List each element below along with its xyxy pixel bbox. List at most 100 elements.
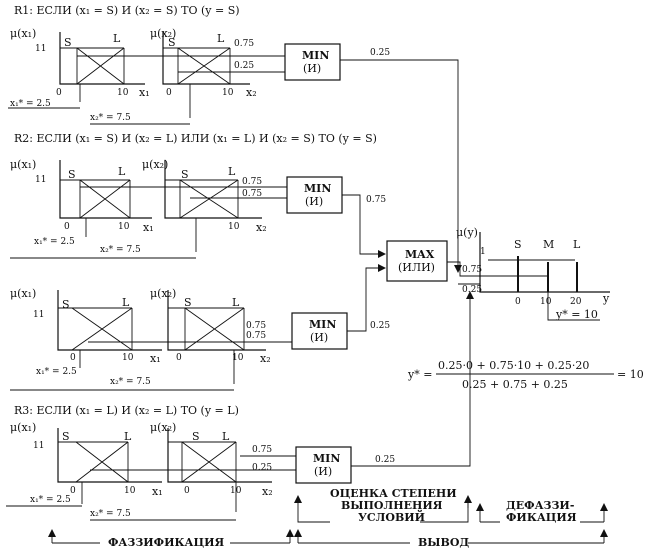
max-label: MAX	[405, 248, 435, 261]
set-label-S: S	[68, 168, 76, 181]
r2b-x2-membership-chart: μ(x₂) S L 0 10 x₂ 0.75 0.75	[150, 287, 271, 365]
min-sub-label: (И)	[305, 195, 323, 208]
tick-label-0: 0	[56, 88, 62, 98]
degree-value-075: 0.75	[234, 39, 254, 49]
set-label-L: L	[124, 430, 132, 443]
set-label-S: S	[168, 36, 176, 49]
tick-label-10: 10	[222, 88, 234, 98]
max-block	[386, 240, 448, 282]
r2b-output-025: 0.25	[370, 321, 390, 331]
degree-value-075: 0.75	[242, 177, 262, 187]
set-label-S: S	[514, 238, 522, 251]
min-sub-label: (И)	[303, 62, 321, 75]
axis-label-mu-x2: μ(x₂)	[150, 287, 176, 300]
formula-numerator: 0.25·0 + 0.75·10 + 0.25·20	[438, 359, 589, 372]
stage-assessment-line1: ОЦЕНКА СТЕПЕНИ	[330, 487, 457, 500]
stage-defuzz-line2: ФИКАЦИЯ	[506, 511, 577, 524]
axis-label-y: y	[602, 292, 610, 305]
stage-brackets: ОЦЕНКА СТЕПЕНИ ВЫПОЛНЕНИЯ УСЛОВИЙ ДЕФАЗЗ…	[48, 487, 608, 549]
r3-output-025: 0.25	[375, 455, 395, 465]
set-label-L: L	[122, 296, 130, 309]
tick-label-0: 0	[166, 88, 172, 98]
tick-label-0: 0	[64, 222, 70, 232]
min-label: MIN	[304, 182, 331, 195]
degree-value-025: 0.25	[234, 61, 254, 71]
stage-defuzz-line1: ДЕФАЗЗИ-	[506, 499, 574, 512]
r1-output-025: 0.25	[370, 48, 390, 58]
input-x1-star: x₁* = 2.5	[10, 99, 51, 109]
r3-min-block	[295, 446, 352, 484]
set-label-L: L	[113, 32, 121, 45]
set-label-L: L	[118, 165, 126, 178]
axis-label-mu-x1: μ(x₁)	[10, 421, 36, 434]
input-x1-star: x₁* = 2.5	[30, 495, 71, 505]
tick-label-10: 10	[232, 353, 244, 363]
r1-x1-membership-chart: μ(x₁) 11 S L 0 10 x₁	[10, 27, 150, 99]
set-label-L: L	[232, 296, 240, 309]
min-label: MIN	[309, 318, 336, 331]
output-membership-chart: μ(y) 1 S M L 0 10 20 y 0.25	[456, 226, 610, 307]
formula-rhs: = 10	[617, 368, 644, 381]
axis-label-x2: x₂	[262, 485, 273, 498]
set-label-L: L	[222, 430, 230, 443]
tick-label-10: 10	[540, 297, 552, 307]
set-label-L: L	[228, 165, 236, 178]
input-x2-star: x₂* = 7.5	[110, 377, 151, 387]
axis-label-x2: x₂	[246, 86, 257, 99]
set-label-S: S	[62, 430, 70, 443]
r2a-x1-membership-chart: μ(x₁) 11 S L 0 10 x₁	[10, 158, 154, 234]
set-label-S: S	[62, 298, 70, 311]
r2a-min-block	[286, 176, 343, 214]
axis-label-mu-x1: μ(x₁)	[10, 287, 36, 300]
tick-label-0: 0	[70, 486, 76, 496]
degree-value-075: 0.75	[246, 321, 266, 331]
degree-value-075: 0.75	[246, 331, 266, 341]
tick-label-0: 0	[70, 353, 76, 363]
r1-x2-membership-chart: μ(x₂) S L 0 10 x₂ 0.75 0.25	[150, 27, 257, 99]
axis-label-x1: x₁	[143, 221, 154, 234]
max-output-075: 0.75	[462, 265, 482, 275]
tick-label-0: 0	[515, 297, 521, 307]
axis-label-x2: x₂	[256, 221, 267, 234]
r2b-x1-membership-chart: μ(x₁) 11 S L 0 10 x₁	[10, 287, 162, 365]
tick-label-10: 10	[124, 486, 136, 496]
rule-r1: R1: ЕСЛИ (x₁ = S) И (x₂ = S) ТО (y = S)	[14, 4, 240, 17]
formula-denominator: 0.25 + 0.75 + 0.25	[462, 378, 568, 391]
r2b-min-block	[291, 312, 348, 350]
set-label-S: S	[192, 430, 200, 443]
axis-label-x1: x₁	[150, 352, 161, 365]
r3-x1-membership-chart: μ(x₁) 11 S L 0 10 x₁	[10, 421, 163, 498]
set-label-S: S	[181, 168, 189, 181]
r2a-output-075: 0.75	[366, 195, 386, 205]
tick-label-0: 0	[184, 486, 190, 496]
tick-label-11: 11	[35, 44, 46, 54]
degree-value-025: 0.25	[252, 463, 272, 473]
input-x2-star: x₂* = 7.5	[90, 509, 131, 519]
tick-label-1: 1	[480, 247, 486, 257]
r1-min-block	[284, 43, 341, 81]
set-label-S: S	[184, 296, 192, 309]
max-sub-label: (ИЛИ)	[398, 261, 435, 274]
r2a-x2-membership-chart: μ(x₂) S L 10 x₂ 0.75 0.75	[142, 158, 267, 234]
axis-label-x1: x₁	[139, 86, 150, 99]
tick-label-10: 10	[117, 88, 129, 98]
min-sub-label: (И)	[314, 465, 332, 478]
stage-inference: ВЫВОД	[418, 536, 469, 549]
axis-label-mu-x2: μ(x₂)	[142, 158, 168, 171]
defuzzification-formula: y* = 0.25·0 + 0.75·10 + 0.25·20 0.25 + 0…	[407, 359, 644, 391]
rule-r2: R2: ЕСЛИ (x₁ = S) И (x₂ = L) ИЛИ (x₁ = L…	[14, 132, 377, 145]
stage-assessment-line2: ВЫПОЛНЕНИЯ	[341, 499, 443, 512]
tick-label-20: 20	[570, 297, 582, 307]
axis-label-mu-x2: μ(x₂)	[150, 421, 176, 434]
degree-value-075: 0.75	[242, 189, 262, 199]
tick-label-10: 10	[118, 222, 130, 232]
rule-r3: R3: ЕСЛИ (x₁ = L) И (x₂ = L) ТО (y = L)	[14, 404, 239, 417]
min-label: MIN	[302, 49, 329, 62]
set-label-L: L	[573, 238, 581, 251]
min-sub-label: (И)	[310, 331, 328, 344]
crisp-output: y* = 10	[555, 308, 598, 321]
axis-label-mu-y: μ(y)	[456, 226, 478, 239]
axis-label-x1: x₁	[152, 485, 163, 498]
tick-label-10: 10	[122, 353, 134, 363]
tick-label-10: 10	[228, 222, 240, 232]
